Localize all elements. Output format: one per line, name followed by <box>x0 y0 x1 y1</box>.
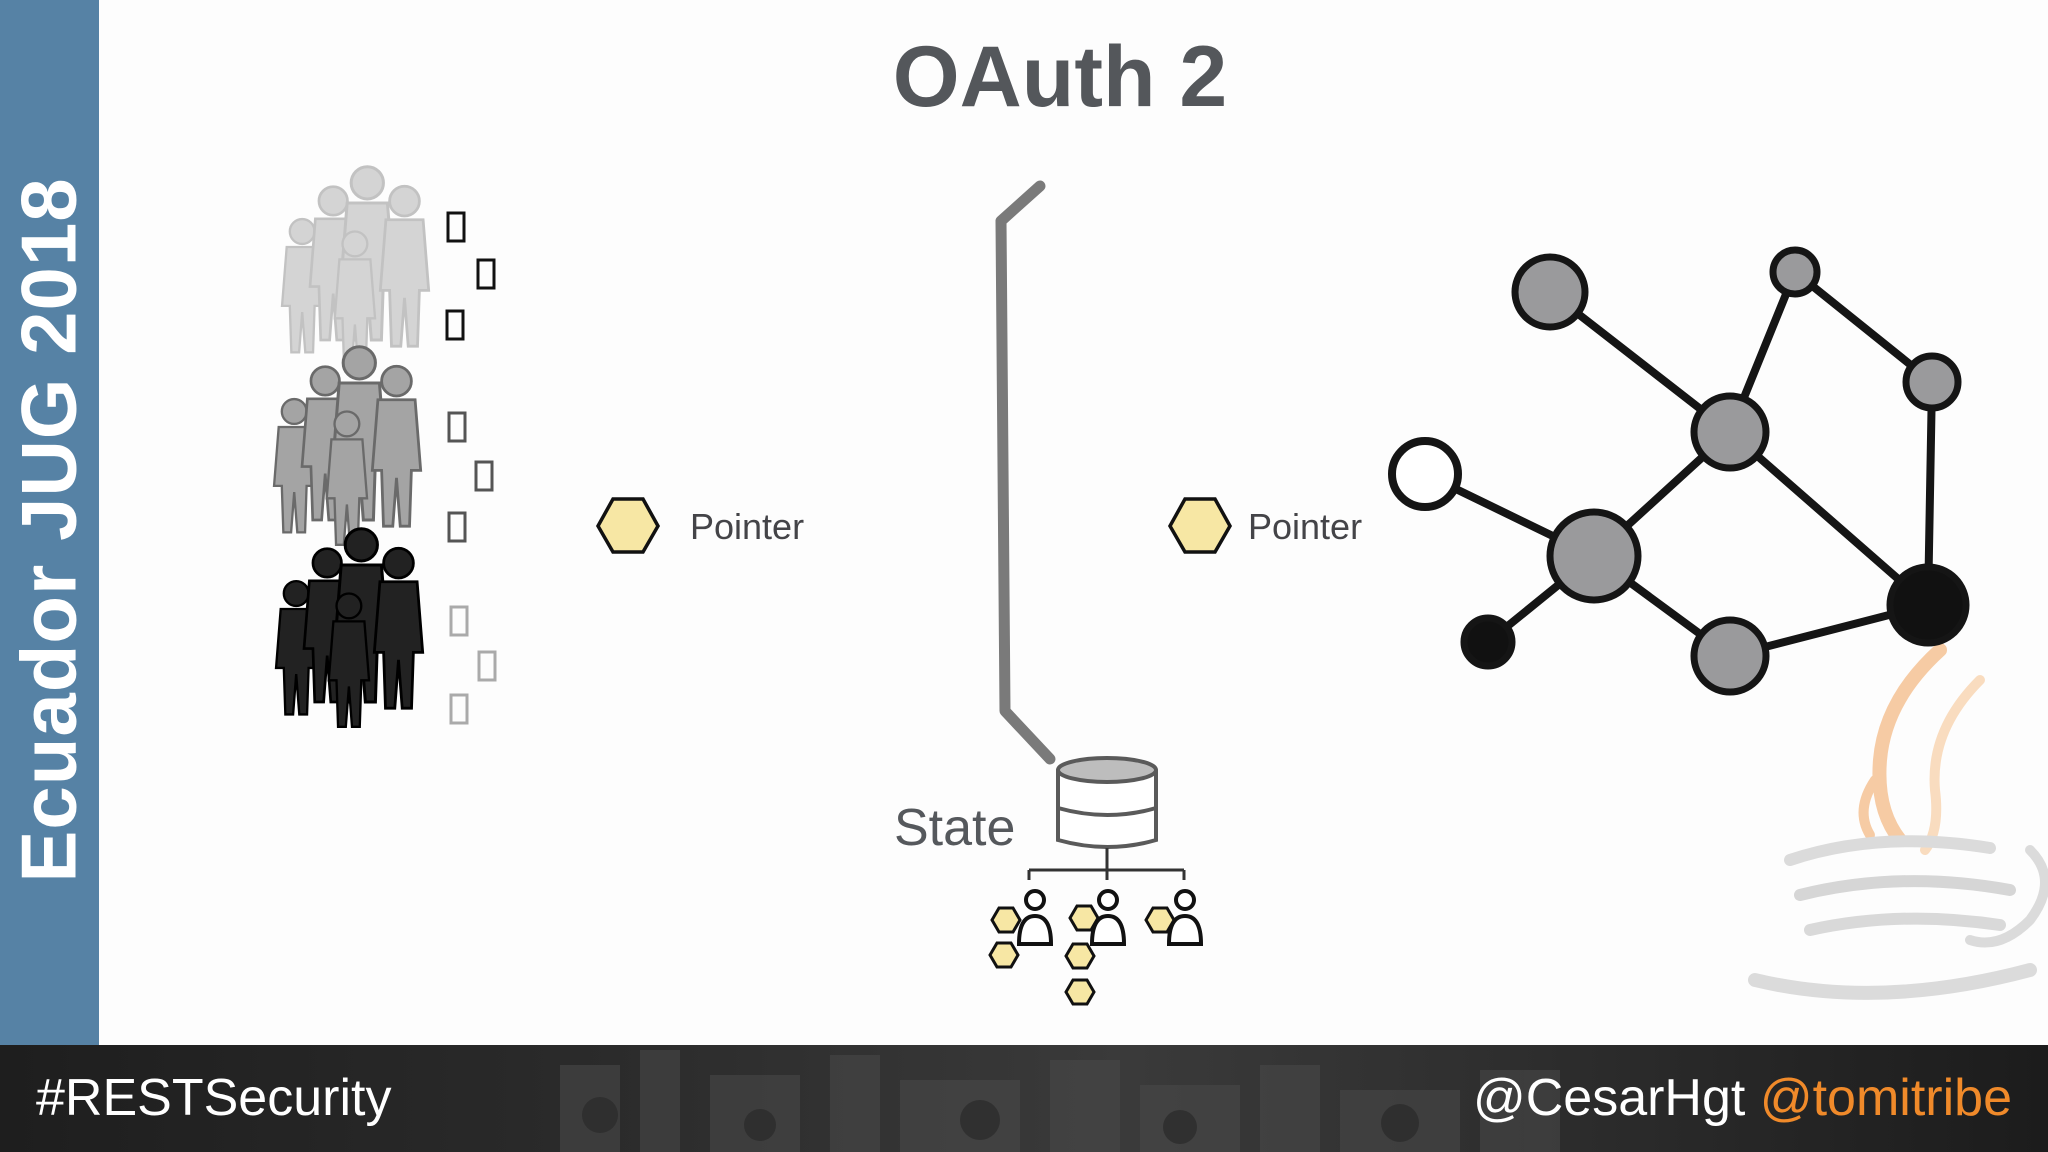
graph-node <box>1511 253 1589 331</box>
side-banner: Ecuador JUG 2018 <box>0 0 99 1045</box>
footer-crowd-background <box>560 1050 1560 1152</box>
database-icon <box>1056 756 1158 849</box>
handle-cesarhgt[interactable]: @CesarHgt <box>1472 1069 1746 1127</box>
state-label: State <box>894 799 1016 857</box>
slide-illustration <box>0 0 2048 1006</box>
graph-node <box>1690 392 1770 472</box>
left-pointer-label: Pointer <box>690 506 805 547</box>
graph-node <box>1388 437 1462 511</box>
graph-node <box>1886 563 1970 647</box>
handle-tomitribe[interactable]: @tomitribe <box>1759 1069 2012 1127</box>
glyph-column-3 <box>449 605 497 725</box>
glyph-column-2 <box>447 411 494 543</box>
small-hexagons <box>988 904 1176 1006</box>
java-logo-icon <box>1748 643 2048 1000</box>
graph-node <box>1546 508 1642 604</box>
footer-hashtag: #RESTSecurity <box>36 1069 392 1127</box>
right-pointer-label: Pointer <box>1248 506 1363 547</box>
footer-bar <box>0 1045 2048 1152</box>
graph-node <box>1690 616 1770 696</box>
user-icon-1 <box>1017 889 1053 946</box>
slide-title: OAuth 2 <box>892 29 1228 125</box>
bracket-line <box>995 180 1056 765</box>
network-edges <box>1421 268 1936 660</box>
graph-node <box>1769 246 1821 298</box>
graph-node <box>1460 614 1516 670</box>
family-light <box>282 167 429 365</box>
glyph-column-1 <box>445 211 496 341</box>
footer-handles: @CesarHgt @tomitribe <box>1473 1068 2012 1128</box>
family-dark <box>276 529 423 727</box>
family-medium <box>274 347 421 545</box>
right-pointer-hexagon-icon <box>1167 497 1233 554</box>
network-nodes <box>1388 246 1970 696</box>
graph-node <box>1902 352 1962 412</box>
user-tree-lines <box>1027 848 1186 880</box>
left-pointer-hexagon-icon <box>595 497 661 554</box>
